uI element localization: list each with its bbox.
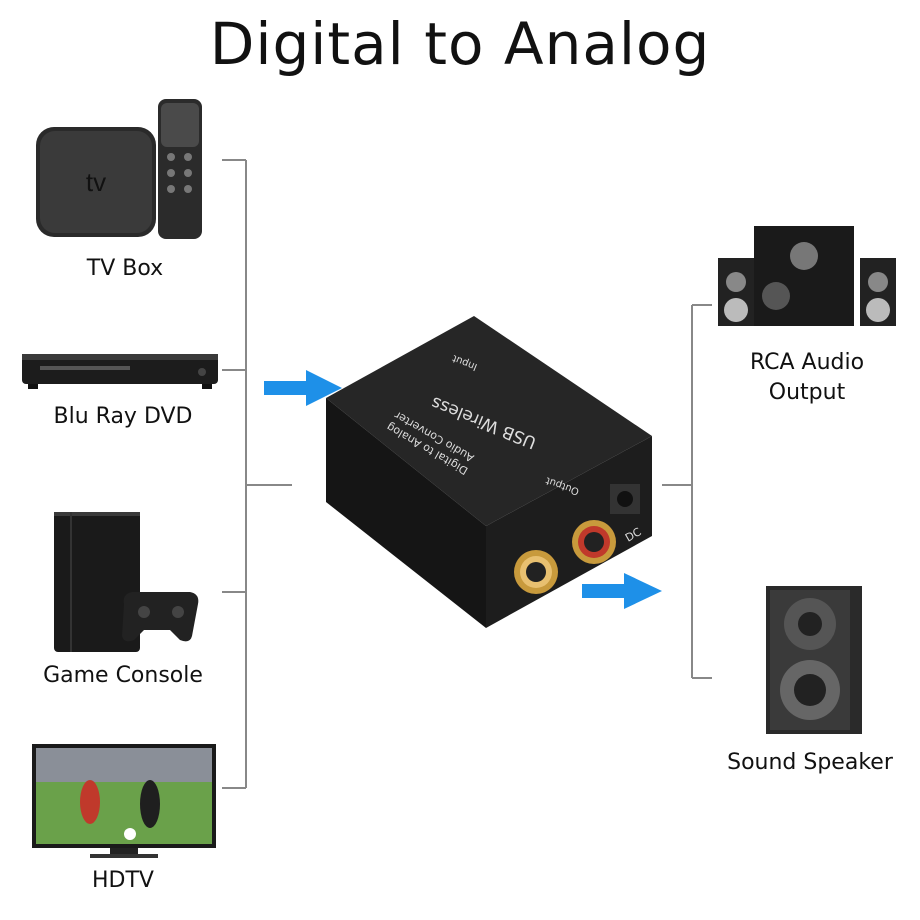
dvd-player-icon [20,350,220,392]
input-label-game-console: Game Console [30,663,216,688]
bookshelf-speaker-icon [760,582,870,738]
output-label-sound-speaker: Sound Speaker [712,750,908,775]
input-label-hdtv: HDTV [30,868,216,893]
output-label-rca-audio: RCA Audio Output [712,348,902,408]
output-label-rca-line2: Output [712,378,902,408]
hdtv-icon [30,742,218,862]
input-label-blu-ray-dvd: Blu Ray DVD [30,404,216,429]
game-console-icon [50,508,210,656]
dac-converter-icon: USB Wireless Input Digital to Analog Aud… [318,312,658,634]
output-label-rca-line1: RCA Audio [712,348,902,378]
svg-text:tv: tv [86,167,106,197]
speaker-system-icon [712,222,902,332]
apple-tv-box-icon: tv [28,95,218,245]
input-label-tv-box: TV Box [40,256,210,281]
